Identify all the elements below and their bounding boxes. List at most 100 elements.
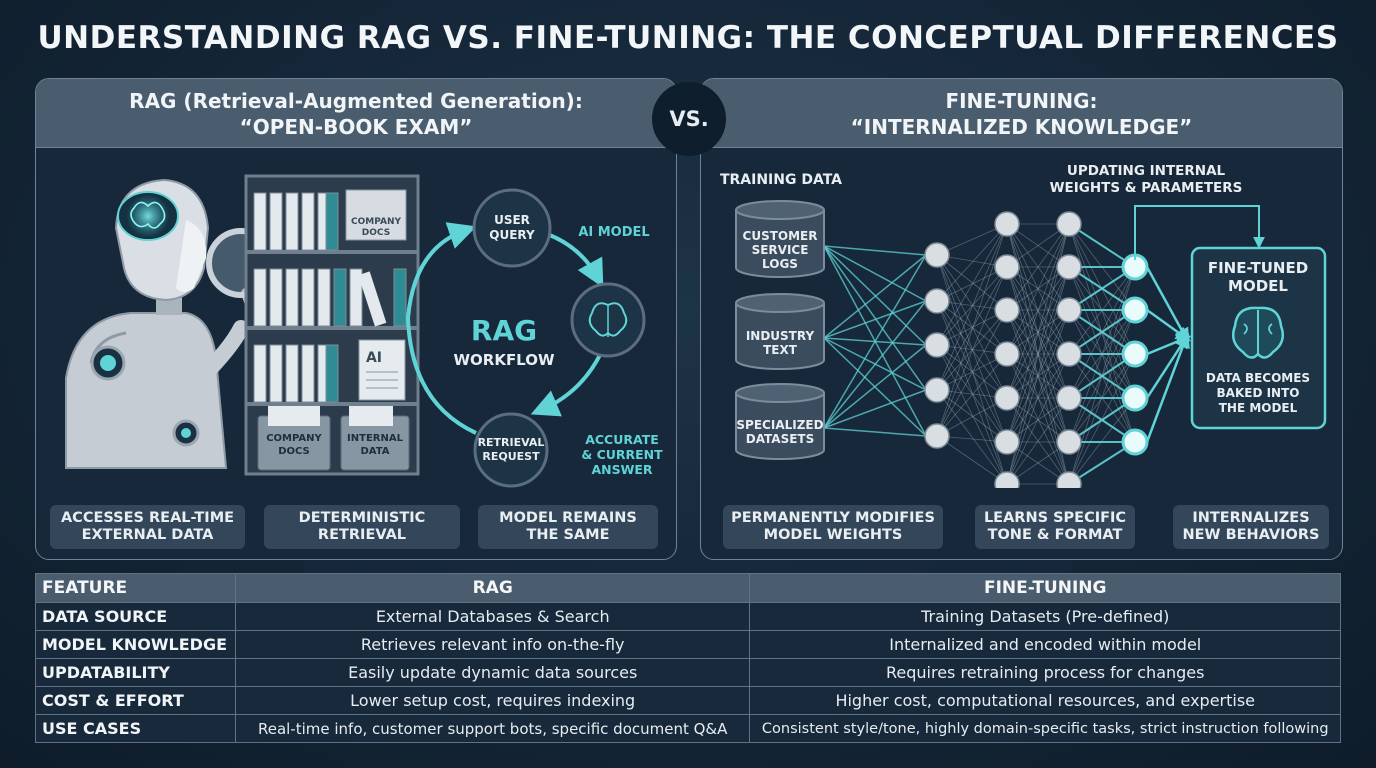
network-connection bbox=[1006, 223, 1070, 355]
network-connection bbox=[936, 353, 1008, 437]
network-node bbox=[1056, 385, 1082, 411]
svg-text:COMPANY: COMPANY bbox=[351, 217, 401, 227]
ai-model-label: AI MODEL bbox=[578, 225, 649, 240]
network-connection bbox=[823, 344, 927, 429]
network-connection bbox=[936, 254, 1008, 399]
weights-label-line2: WEIGHTS & PARAMETERS bbox=[1050, 180, 1243, 196]
rag-panel: RAG (Retrieval-Augmented Generation): “O… bbox=[35, 78, 677, 560]
network-connection bbox=[1068, 353, 1136, 443]
svg-text:FINE-TUNED: FINE-TUNED bbox=[1208, 259, 1308, 277]
network-connection bbox=[823, 389, 927, 429]
network-connection bbox=[1006, 309, 1070, 485]
svg-text:SPECIALIZED: SPECIALIZED bbox=[736, 418, 823, 432]
company-docs-top-doc: COMPANY DOCS bbox=[345, 189, 407, 241]
weights-label-line1: UPDATING INTERNAL bbox=[1067, 163, 1226, 179]
network-connection bbox=[1006, 223, 1070, 399]
feature-cell: UPDATABILITY bbox=[35, 658, 236, 687]
svg-text:LOGS: LOGS bbox=[762, 257, 798, 271]
network-connection bbox=[936, 397, 1008, 437]
bookshelf-icon: COMPANY DOCS AI COMPANY DOCS INTERNAL DA… bbox=[244, 174, 420, 476]
robot-icon bbox=[65, 178, 249, 469]
network-connection bbox=[1006, 223, 1070, 311]
network-connection bbox=[1006, 266, 1070, 399]
network-connection bbox=[823, 254, 927, 429]
finetuning-panel: FINE-TUNING: “INTERNALIZED KNOWLEDGE” TR… bbox=[700, 78, 1343, 560]
svg-text:COMPANY: COMPANY bbox=[266, 433, 322, 444]
network-node bbox=[1056, 211, 1082, 237]
rag-cell: External Databases & Search bbox=[234, 602, 751, 631]
network-connection bbox=[936, 309, 1008, 437]
network-connection bbox=[936, 223, 1008, 256]
network-node bbox=[1056, 254, 1082, 280]
network-connection bbox=[1006, 266, 1070, 443]
network-connection bbox=[1006, 309, 1070, 443]
ai-model-node bbox=[570, 282, 646, 358]
network-connection bbox=[1006, 266, 1070, 399]
network-connection bbox=[1068, 266, 1136, 443]
rag-panel-header: RAG (Retrieval-Augmented Generation): “O… bbox=[36, 79, 676, 148]
network-connection bbox=[936, 309, 1008, 391]
internal-data-folder: INTERNAL DATA bbox=[340, 406, 410, 471]
network-connection bbox=[936, 254, 1008, 443]
rag-workflow-title: RAG bbox=[471, 314, 537, 347]
network-connection bbox=[1068, 353, 1136, 485]
svg-text:RETRIEVAL: RETRIEVAL bbox=[478, 436, 545, 449]
network-node bbox=[1121, 340, 1149, 368]
network-node bbox=[924, 242, 950, 268]
network-connection bbox=[1006, 266, 1070, 355]
finetuning-header-subtitle: “INTERNALIZED KNOWLEDGE” bbox=[850, 115, 1193, 139]
svg-text:TEXT: TEXT bbox=[763, 343, 798, 357]
header-rag: RAG bbox=[234, 573, 751, 603]
network-connection bbox=[936, 223, 1008, 391]
svg-text:BAKED INTO: BAKED INTO bbox=[1217, 386, 1300, 400]
user-query-node: USER QUERY bbox=[472, 188, 552, 268]
finetuning-cell: Internalized and encoded within model bbox=[749, 630, 1341, 659]
network-connection bbox=[1006, 353, 1070, 485]
company-docs-folder: COMPANY DOCS bbox=[257, 406, 331, 471]
network-connection bbox=[936, 389, 1008, 485]
finetuning-cell: Training Datasets (Pre-defined) bbox=[749, 602, 1341, 631]
rag-workflow-subtitle: WORKFLOW bbox=[453, 351, 554, 369]
finetuning-cell: Higher cost, computational resources, an… bbox=[749, 686, 1341, 715]
network-connection bbox=[823, 254, 927, 339]
network-connection bbox=[1006, 397, 1070, 485]
ai-document: AI bbox=[358, 339, 406, 401]
svg-text:REQUEST: REQUEST bbox=[482, 450, 540, 463]
network-connection bbox=[936, 300, 1008, 355]
network-connection bbox=[936, 309, 1008, 346]
finetuning-panel-header: FINE-TUNING: “INTERNALIZED KNOWLEDGE” bbox=[701, 79, 1342, 148]
network-node bbox=[994, 341, 1020, 367]
rag-header-subtitle: “OPEN-BOOK EXAM” bbox=[239, 115, 473, 139]
brain-icon bbox=[1232, 306, 1284, 359]
svg-text:DOCS: DOCS bbox=[278, 446, 310, 457]
svg-text:INTERNAL: INTERNAL bbox=[347, 433, 404, 444]
network-node bbox=[1121, 428, 1149, 456]
network-connection bbox=[936, 223, 1008, 302]
neural-network bbox=[924, 211, 1149, 488]
training-data-label: TRAINING DATA bbox=[720, 172, 842, 188]
network-connection bbox=[1068, 266, 1136, 355]
rag-illustration: COMPANY DOCS AI COMPANY DOCS INTERNAL DA… bbox=[65, 174, 663, 488]
svg-text:& CURRENT: & CURRENT bbox=[581, 447, 663, 462]
table-row: MODEL KNOWLEDGE Retrieves relevant info … bbox=[35, 630, 1341, 659]
network-node bbox=[994, 254, 1020, 280]
network-connection bbox=[1006, 223, 1070, 355]
dataset-industry-text: INDUSTRY TEXT bbox=[735, 293, 825, 370]
rag-header-title: RAG (Retrieval-Augmented Generation): bbox=[129, 89, 583, 113]
svg-text:DATA: DATA bbox=[360, 446, 389, 457]
svg-text:AI: AI bbox=[366, 350, 382, 366]
network-node bbox=[1121, 296, 1149, 324]
finetuning-cell: Consistent style/tone, highly domain-spe… bbox=[749, 714, 1341, 743]
svg-text:INDUSTRY: INDUSTRY bbox=[746, 329, 815, 343]
network-connection bbox=[1006, 309, 1070, 485]
network-node bbox=[924, 423, 950, 449]
svg-text:ANSWER: ANSWER bbox=[591, 462, 652, 477]
network-connection bbox=[823, 245, 927, 391]
table-header-row: FEATURE RAG FINE-TUNING bbox=[35, 573, 1341, 603]
